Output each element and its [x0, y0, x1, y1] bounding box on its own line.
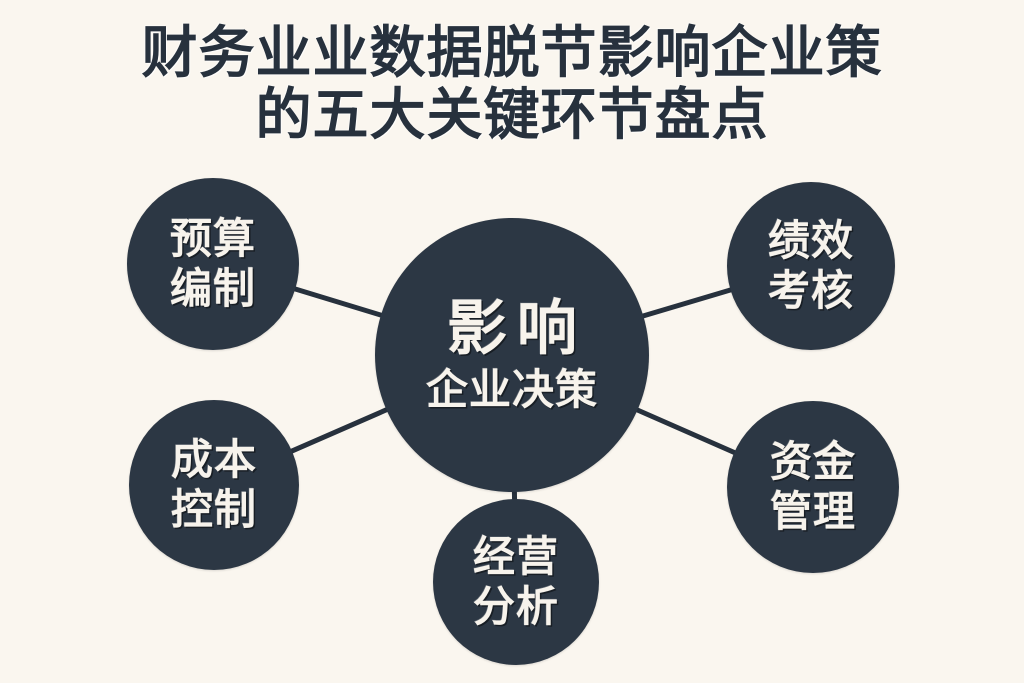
node-performance[interactable]: 绩效考核 [727, 182, 895, 350]
title-line-2: 的五大关键环节盘点 [255, 83, 769, 146]
node-operations[interactable]: 经营分析 [433, 499, 599, 665]
title-line-1: 财务业业数据脱节影响企业策 [141, 21, 883, 84]
node-performance-label-line-1: 绩效 [767, 217, 854, 264]
node-operations-label-line-2: 分析 [472, 583, 559, 630]
page-title: 财务业业数据脱节影响企业策 的五大关键环节盘点 [0, 22, 1024, 146]
node-performance-label-line-2: 考核 [767, 267, 854, 314]
center-node-secondary-label: 企业决策 [425, 366, 598, 413]
node-cost-label-line-2: 控制 [170, 486, 257, 533]
node-budget-label-line-2: 编制 [169, 265, 256, 312]
node-budget-label-line-1: 预算 [169, 215, 256, 262]
node-funds-label-line-1: 资金 [769, 438, 856, 485]
connector-center-cost [283, 404, 395, 456]
node-operations-label-line-1: 经营 [472, 533, 559, 580]
node-funds-label-line-2: 管理 [769, 488, 856, 535]
center-node-primary-label: 影响 [447, 295, 587, 362]
connector-center-budget [287, 284, 390, 320]
connector-center-funds [629, 405, 743, 458]
node-budget[interactable]: 预算编制 [127, 178, 299, 350]
node-cost-label-line-1: 成本 [170, 436, 257, 483]
connector-center-performance [635, 285, 739, 321]
node-funds[interactable]: 资金管理 [727, 401, 899, 573]
node-cost[interactable]: 成本控制 [129, 400, 299, 570]
center-node[interactable]: 影响企业决策 [375, 218, 649, 492]
